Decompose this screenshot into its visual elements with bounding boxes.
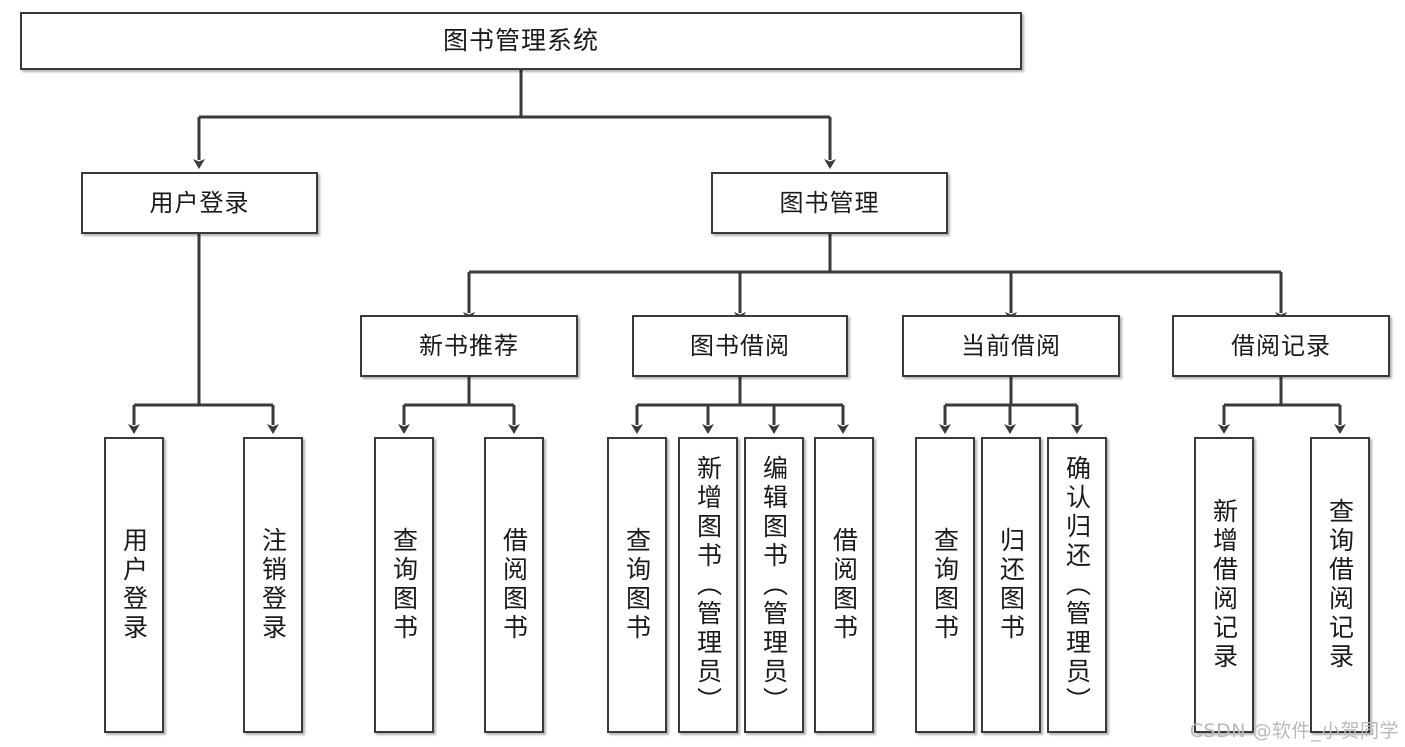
node-label: 图书借阅 xyxy=(690,331,790,360)
node-current-borrow[interactable]: 当前借阅 xyxy=(902,315,1120,377)
node-label: 借阅图书 xyxy=(829,527,859,643)
leaf-add-borrow-record[interactable]: 新增借阅记录 xyxy=(1194,437,1254,733)
node-label: 查询图书 xyxy=(389,527,419,643)
node-label: 图书管理 xyxy=(779,188,880,217)
leaf-return-book[interactable]: 归还图书 xyxy=(981,437,1041,733)
node-new-book-recommend[interactable]: 新书推荐 xyxy=(360,315,578,377)
leaf-add-book-admin[interactable]: 新增图书（管理员） xyxy=(678,437,738,733)
leaf-borrow-book-recommend[interactable]: 借阅图书 xyxy=(484,437,544,733)
node-label: 查询图书 xyxy=(930,527,960,643)
leaf-logout[interactable]: 注销登录 xyxy=(243,437,303,733)
node-label: 查询借阅记录 xyxy=(1325,498,1355,672)
leaf-edit-book-admin[interactable]: 编辑图书（管理员） xyxy=(744,437,804,733)
node-label: 查询图书 xyxy=(622,527,652,643)
node-label: 注销登录 xyxy=(258,527,288,643)
leaf-confirm-return-admin[interactable]: 确认归还（管理员） xyxy=(1047,437,1107,733)
leaf-query-book-current[interactable]: 查询图书 xyxy=(915,437,975,733)
node-user-login[interactable]: 用户登录 xyxy=(81,172,318,234)
node-label: 新书推荐 xyxy=(419,331,519,360)
node-label: 图书管理系统 xyxy=(442,26,599,56)
csdn-watermark: CSDN @软件_小贺同学 xyxy=(1189,720,1399,742)
node-label: 用户登录 xyxy=(119,527,149,643)
leaf-query-borrow-record[interactable]: 查询借阅记录 xyxy=(1310,437,1370,733)
leaf-user-login[interactable]: 用户登录 xyxy=(104,437,164,733)
node-label: 新增图书（管理员） xyxy=(693,454,723,716)
node-root-book-management-system[interactable]: 图书管理系统 xyxy=(20,12,1022,70)
node-label: 归还图书 xyxy=(996,527,1026,643)
leaf-query-book-borrow[interactable]: 查询图书 xyxy=(607,437,667,733)
node-label: 借阅记录 xyxy=(1231,331,1331,360)
node-label: 借阅图书 xyxy=(499,527,529,643)
node-book-borrow[interactable]: 图书借阅 xyxy=(632,315,848,377)
node-label: 确认归还（管理员） xyxy=(1062,454,1092,716)
leaf-borrow-book[interactable]: 借阅图书 xyxy=(814,437,874,733)
node-label: 新增借阅记录 xyxy=(1209,498,1239,672)
node-label: 编辑图书（管理员） xyxy=(759,454,789,716)
node-label: 当前借阅 xyxy=(961,331,1061,360)
node-label: 用户登录 xyxy=(149,188,250,217)
node-book-management[interactable]: 图书管理 xyxy=(711,172,948,234)
leaf-query-book-recommend[interactable]: 查询图书 xyxy=(374,437,434,733)
node-borrow-record[interactable]: 借阅记录 xyxy=(1172,315,1390,377)
